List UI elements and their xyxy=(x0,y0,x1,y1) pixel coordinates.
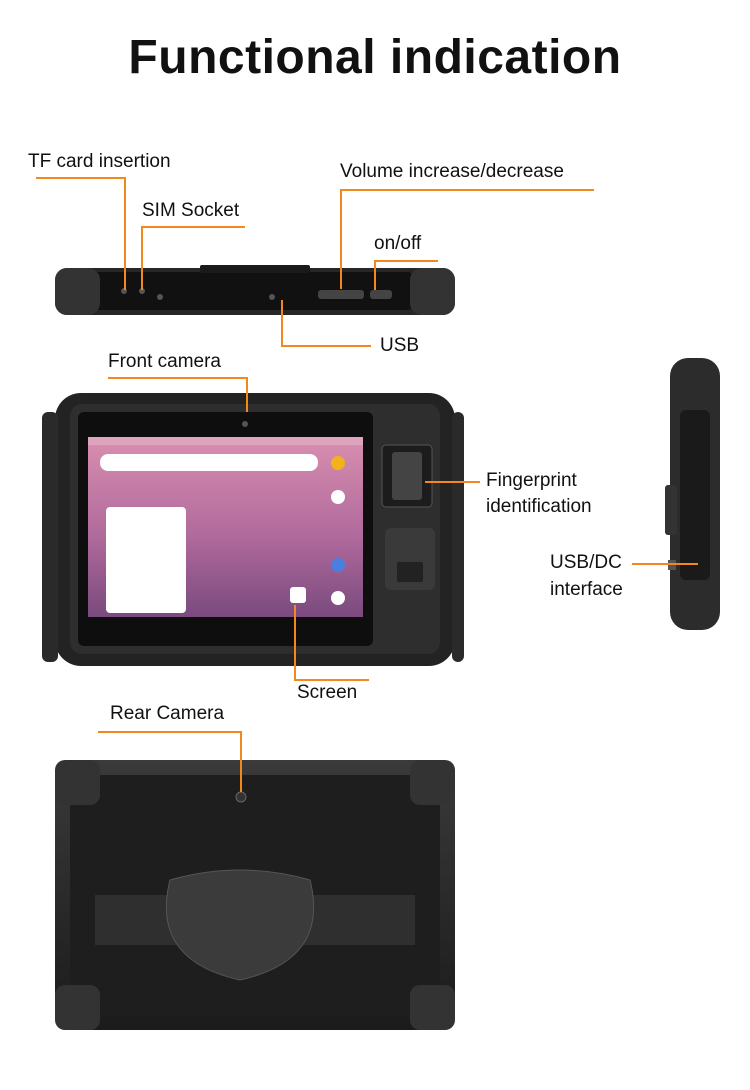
fingerprint-label-1: Fingerprint xyxy=(486,470,577,491)
power-button xyxy=(370,290,392,299)
tablet-side xyxy=(665,358,720,630)
tablet-top-edge xyxy=(55,265,455,315)
power-line-v xyxy=(374,260,376,290)
screen-line-h xyxy=(294,679,369,681)
fingerprint-line xyxy=(425,481,480,483)
volume-line-v xyxy=(340,189,342,289)
sim-line-h xyxy=(141,226,245,228)
screen-label: Screen xyxy=(297,682,358,703)
sim-socket-label: SIM Socket xyxy=(142,200,240,221)
volume-label: Volume increase/decrease xyxy=(340,161,564,182)
tf-card-label: TF card insertion xyxy=(28,151,171,172)
front-camera-line-h xyxy=(108,377,248,379)
fingerprint-label-2: identification xyxy=(486,496,592,517)
volume-button xyxy=(318,290,364,299)
tablet-back xyxy=(55,760,455,1030)
rear-camera-line-h xyxy=(98,731,242,733)
usb-dc-label-1: USB/DC xyxy=(550,552,622,573)
volume-line-h xyxy=(340,189,594,191)
tablet-front xyxy=(42,393,464,666)
power-label: on/off xyxy=(374,233,422,254)
front-camera-label: Front camera xyxy=(108,351,221,372)
usb-line-h xyxy=(281,345,371,347)
sim-line-v xyxy=(141,226,143,290)
rear-camera-line-v xyxy=(240,731,242,792)
front-camera-line-v xyxy=(246,377,248,412)
tf-card-line-h xyxy=(36,177,126,179)
usb-dc-line xyxy=(632,563,698,565)
tf-card-line-v xyxy=(124,177,126,290)
usb-line-v xyxy=(281,300,283,346)
rear-camera-label: Rear Camera xyxy=(110,703,225,724)
power-line-h xyxy=(374,260,438,262)
usb-dc-label-2: interface xyxy=(550,579,623,600)
screen-line-v xyxy=(294,605,296,681)
page-title: Functional indication xyxy=(128,31,622,84)
usb-label: USB xyxy=(380,335,420,356)
